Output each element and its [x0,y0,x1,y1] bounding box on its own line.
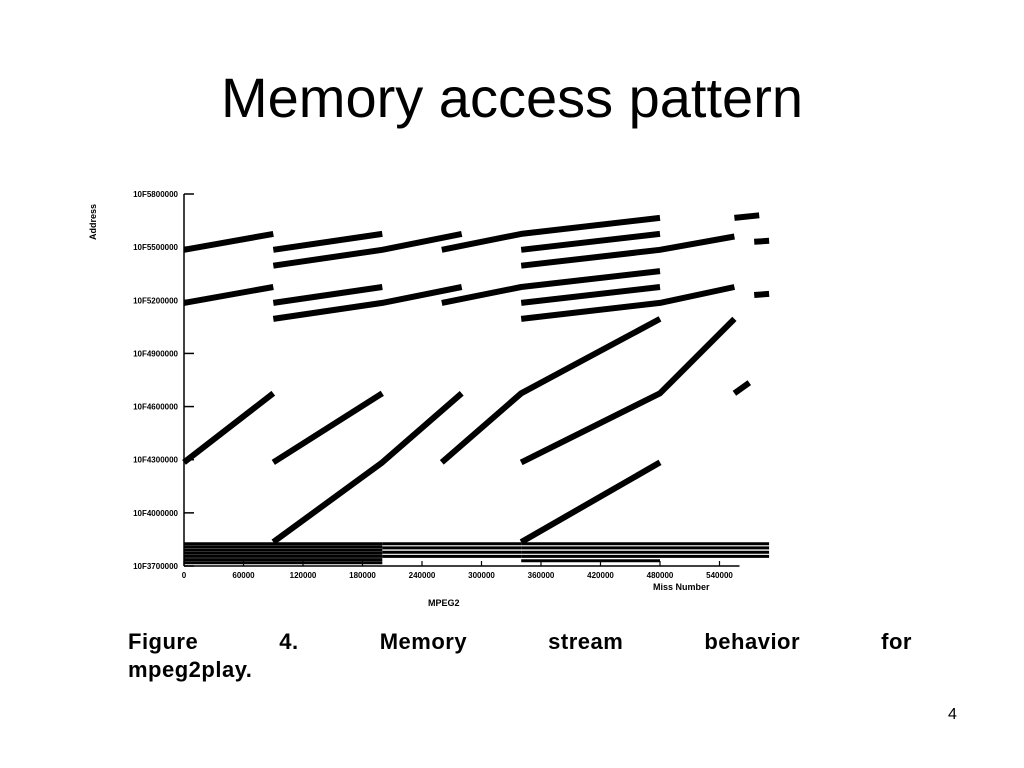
x-axis-label: Miss Number [653,582,710,592]
y-tick-label: 10F4000000 [133,509,178,518]
chart-series [182,212,770,565]
data-stream-line [520,284,661,306]
data-stream-line [519,459,662,545]
data-stream-line [182,390,276,465]
data-stream-line [272,284,463,322]
page-number: 4 [948,706,957,723]
y-axis-label: Address [88,204,98,240]
y-tick-label: 10F4600000 [133,403,178,412]
y-tick-label: 10F5200000 [133,296,178,305]
x-tick-label: 420000 [587,571,614,580]
slide-title: Memory access pattern [221,66,803,129]
y-tick-label: 10F4300000 [133,456,178,465]
caption-word: stream [548,629,624,654]
y-tick-label: 10F3700000 [133,562,178,571]
caption-word: behavior [704,629,801,654]
x-tick-label: 0 [182,571,187,580]
data-stream-line [441,268,661,306]
caption-word: Figure [128,629,199,654]
data-stream-line [520,230,661,253]
data-stream-line [753,237,770,245]
data-stream-line [271,390,384,465]
x-tick-label: 120000 [290,571,317,580]
data-stream-line [732,380,752,396]
caption-word: Memory [379,629,468,654]
data-stream-line [520,233,735,269]
y-tick-label: 10F4900000 [133,349,178,358]
data-stream-line [183,284,274,306]
y-tick-label: 10F5500000 [133,243,178,252]
data-stream-line [753,290,770,298]
data-stream-line [439,316,662,465]
x-tick-label: 300000 [468,571,495,580]
caption-word: for [881,629,912,654]
caption-line-2: mpeg2play. [128,657,253,682]
x-tick-label: 180000 [349,571,376,580]
y-tick-label: 10F5800000 [133,190,178,199]
x-tick-label: 360000 [528,571,555,580]
data-stream-line [271,391,464,545]
chart-sublabel: MPEG2 [428,598,460,608]
data-stream-line [441,214,661,253]
x-tick-label: 480000 [647,571,674,580]
data-stream-line [183,230,274,253]
caption-word: 4. [279,629,299,654]
figure-caption: Figure 4. Memory stream behavior for mpeg2pla… [128,628,912,684]
data-stream-line [272,230,383,253]
data-stream-line [520,284,736,322]
x-tick-label: 240000 [409,571,436,580]
data-stream-line [519,316,737,466]
memory-access-chart: 10F3700000 10F4000000 10F4300000 10F4600000… [88,190,770,608]
chart-labels: 10F3700000 10F4000000 10F4300000 10F4600000… [88,190,733,608]
caption-line-1: Figure 4. Memory stream behavior for [128,628,912,656]
x-tick-label: 540000 [706,571,733,580]
data-stream-line [272,230,463,269]
data-stream-line [272,284,383,306]
x-tick-label: 60000 [232,571,255,580]
data-stream-line [734,212,760,221]
